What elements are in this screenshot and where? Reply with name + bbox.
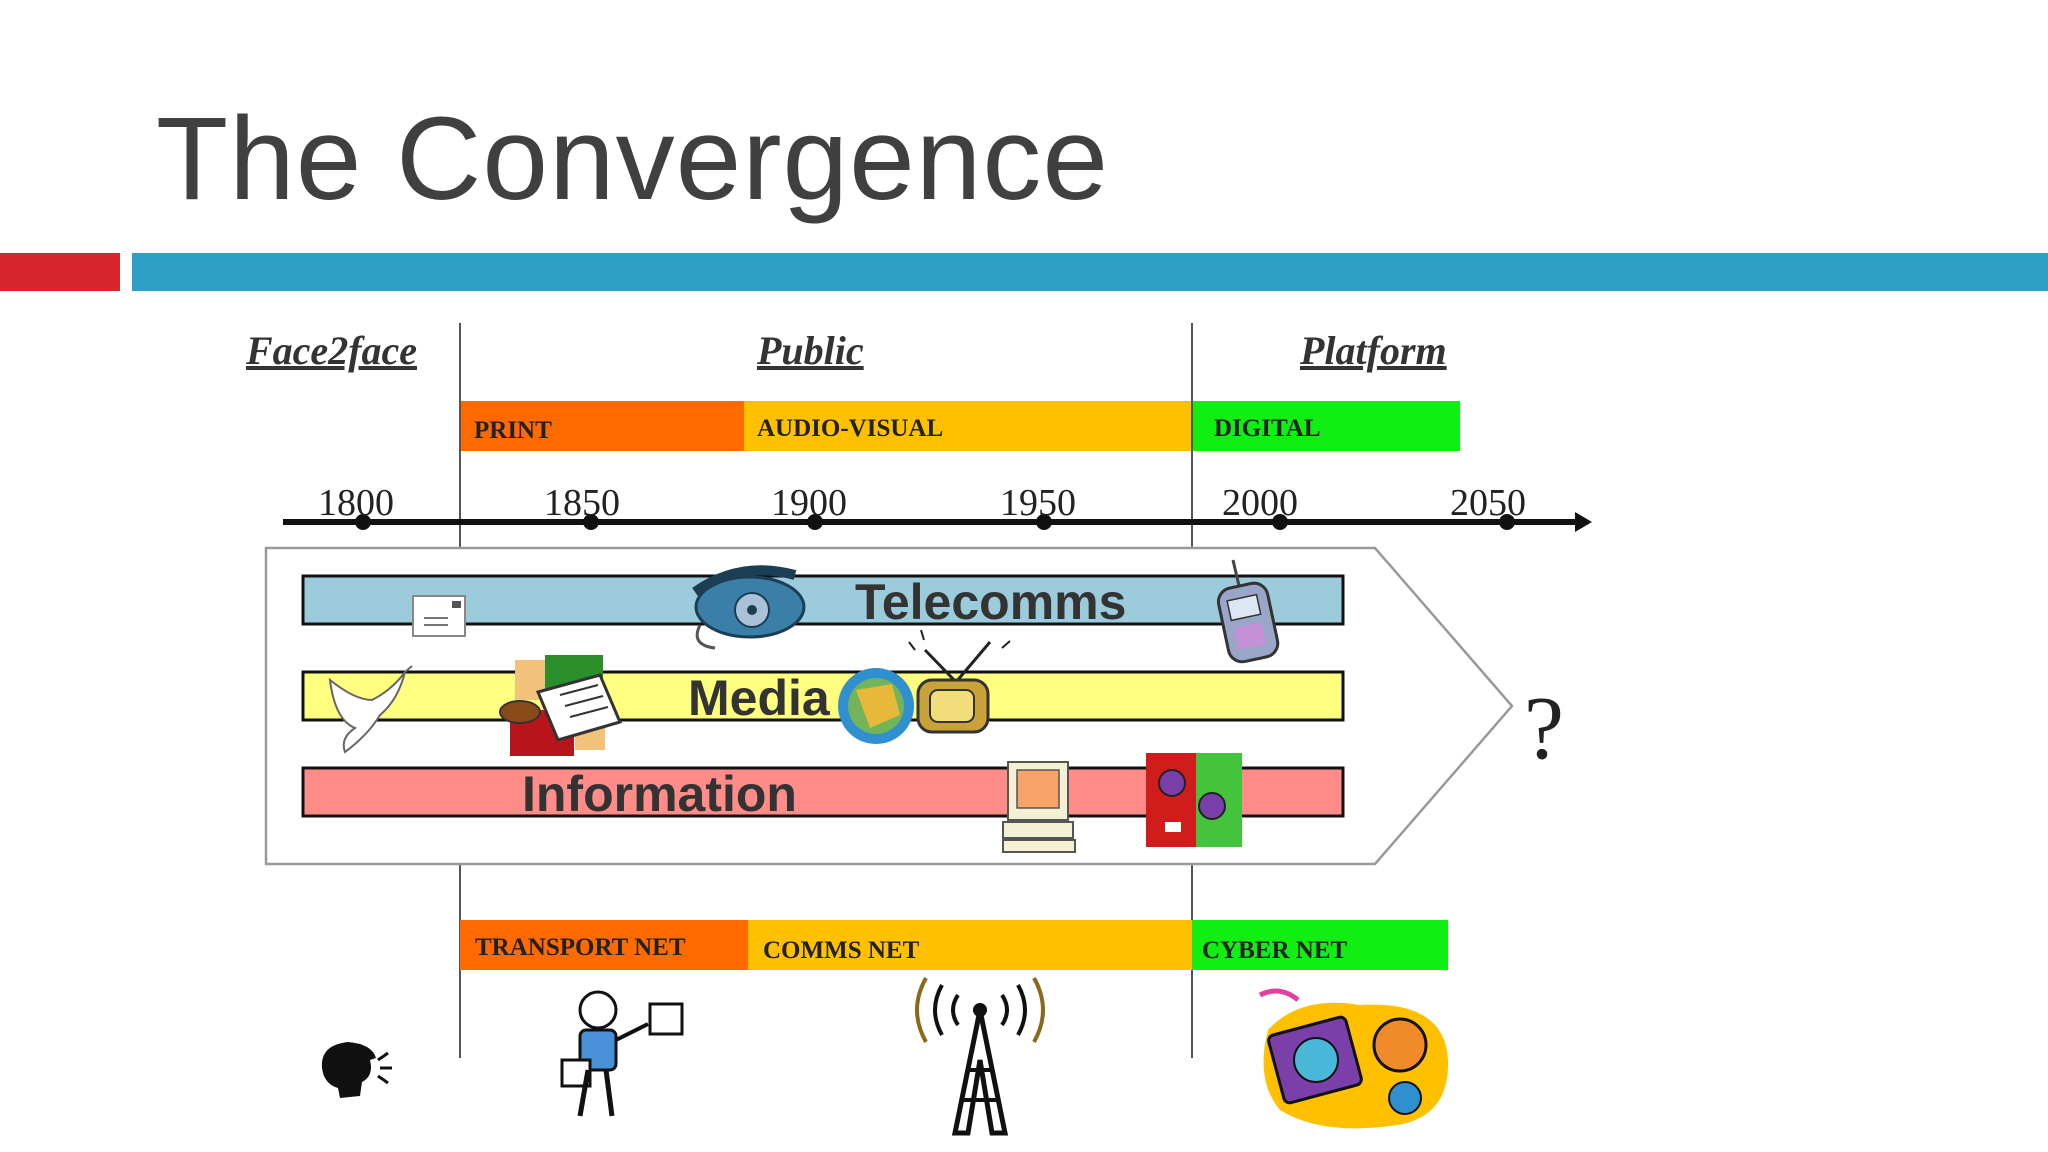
tick-2050 [1499, 514, 1515, 530]
timeline-arrowhead [1575, 512, 1592, 532]
year-2050: 2050 [1450, 482, 1526, 524]
radio-tower-icon [915, 977, 1045, 1136]
year-1950: 1950 [1000, 482, 1076, 524]
year-1800: 1800 [318, 482, 394, 524]
band-label-audio-visual: AUDIO-VISUAL [757, 415, 943, 442]
band-comms-net [748, 920, 1192, 970]
era-platform: Platform [1299, 328, 1447, 373]
envelope-icon [412, 595, 466, 637]
globe-icon [838, 668, 914, 744]
digital-media-icon [1146, 753, 1242, 847]
television-icon [908, 629, 1011, 734]
dove-icon [328, 665, 413, 754]
band-audio-visual [744, 401, 1192, 451]
bar-label-media: Media [688, 670, 831, 726]
rotary-telephone-icon [692, 565, 806, 650]
tick-1950 [1036, 514, 1052, 530]
newspaper-icon [499, 655, 623, 756]
band-label-transport-net: TRANSPORT NET [475, 934, 686, 961]
bar-label-telecomms: Telecomms [855, 574, 1126, 630]
band-transport-net [460, 920, 748, 970]
timeline-ticks [355, 514, 1515, 530]
band-label-digital: DIGITAL [1214, 415, 1321, 442]
band-digital [1192, 401, 1460, 451]
future-question-mark: ? [1524, 679, 1564, 778]
speaking-head-icon [321, 1042, 392, 1098]
courier-person-icon [560, 990, 684, 1117]
computer-icon [1002, 761, 1076, 853]
year-1850: 1850 [544, 482, 620, 524]
tick-2000 [1272, 514, 1288, 530]
tick-1800 [355, 514, 371, 530]
mobile-phone-icon [1216, 559, 1280, 664]
year-2000: 2000 [1222, 482, 1298, 524]
media-bar [301, 670, 1345, 722]
tick-1850 [583, 514, 599, 530]
accent-bar-blue [132, 253, 2048, 291]
era-public: Public [756, 328, 864, 373]
accent-bar-red [0, 253, 120, 291]
bar-label-information: Information [522, 766, 797, 822]
cyber-user-icon [1258, 988, 1449, 1129]
year-1900: 1900 [771, 482, 847, 524]
band-label-print: PRINT [474, 417, 552, 444]
band-print [460, 401, 744, 451]
band-label-comms-net: COMMS NET [763, 937, 920, 964]
tick-1900 [807, 514, 823, 530]
telecomms-bar [301, 574, 1345, 626]
era-face2face: Face2face [245, 328, 417, 373]
band-label-cyber-net: CYBER NET [1202, 937, 1347, 964]
page-title: The Convergence [156, 93, 1110, 225]
band-cyber-net [1192, 920, 1448, 970]
